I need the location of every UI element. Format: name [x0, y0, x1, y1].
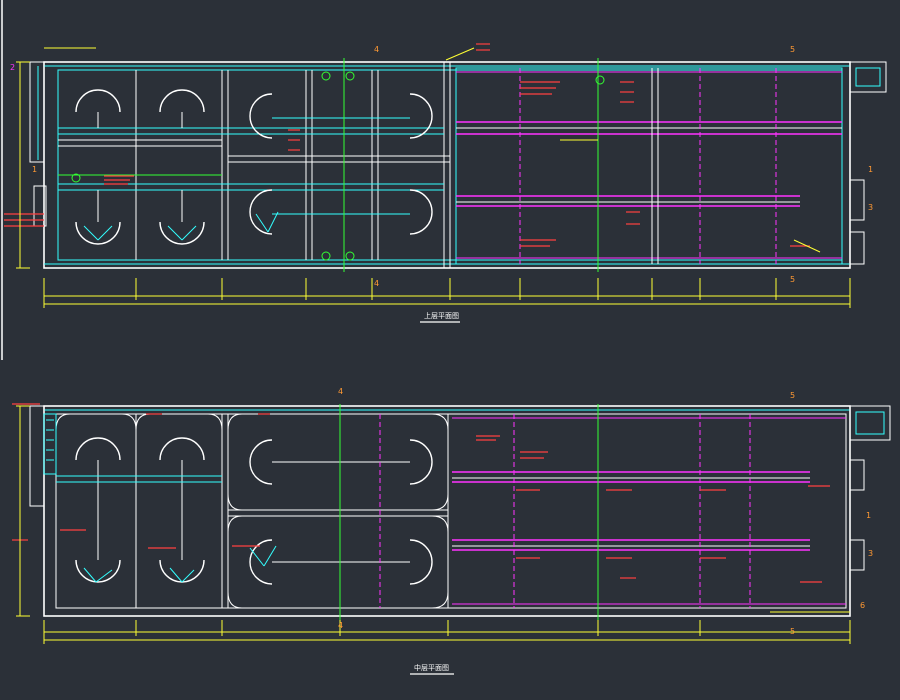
upper-axis-right-1: 1	[868, 165, 873, 174]
middle-right-channels	[452, 417, 846, 605]
middle-tank-grid	[135, 414, 449, 608]
upper-axis-right-3: 3	[868, 203, 873, 212]
middle-axis-top-5: 5	[790, 391, 795, 400]
upper-dimension-lines	[16, 47, 851, 308]
upper-axis-left-2: 2	[10, 63, 15, 72]
upper-axis-top-4: 4	[374, 45, 379, 54]
upper-axis-top-5: 5	[790, 45, 795, 54]
middle-inner-wall	[55, 413, 847, 609]
upper-floor-plan: 上层平面图 4 5 4 5 1 3 2 1	[4, 43, 887, 323]
upper-baffle-arcs	[75, 89, 433, 245]
middle-outer-wall	[43, 405, 851, 617]
upper-mixer-spokes	[83, 211, 279, 241]
middle-tank-corners	[55, 413, 449, 609]
middle-axis-right-3: 3	[868, 549, 873, 558]
upper-plan-title: 上层平面图	[424, 311, 459, 320]
middle-baffle-arcs	[75, 437, 433, 585]
middle-plan-title: 中层平面图	[414, 663, 449, 672]
upper-axis-lines	[58, 58, 777, 272]
middle-cyan-pipes	[56, 475, 277, 583]
upper-left-tank-grid	[58, 62, 451, 268]
middle-dimension-lines	[16, 405, 851, 644]
upper-leader-lines	[445, 47, 821, 253]
upper-axis-bottom-5: 5	[790, 275, 795, 284]
upper-axis-left-1: 1	[32, 165, 37, 174]
middle-axis-lines	[339, 404, 751, 620]
upper-right-channels	[455, 67, 843, 265]
upper-baffle-stems	[97, 112, 183, 222]
middle-right-annex	[849, 405, 891, 571]
upper-grid-markers	[71, 71, 605, 261]
upper-right-annex	[849, 61, 887, 265]
middle-red-annotations	[12, 403, 830, 583]
upper-outer-wall	[43, 61, 851, 269]
middle-floor-plan: 中层平面图 4 5 4 5 1 3 6	[12, 387, 891, 675]
middle-axis-bottom-4: 4	[338, 621, 343, 630]
upper-red-annotations	[4, 43, 810, 247]
middle-axis-top-4: 4	[338, 387, 343, 396]
middle-axis-bottom-5: 5	[790, 627, 795, 636]
upper-cyan-pipes-left	[58, 117, 444, 215]
middle-axis-right-1: 1	[866, 511, 871, 520]
middle-left-annex	[29, 405, 57, 507]
upper-axis-bottom-4: 4	[374, 279, 379, 288]
middle-axis-right-6: 6	[860, 601, 865, 610]
middle-baffle-stems	[97, 460, 410, 563]
